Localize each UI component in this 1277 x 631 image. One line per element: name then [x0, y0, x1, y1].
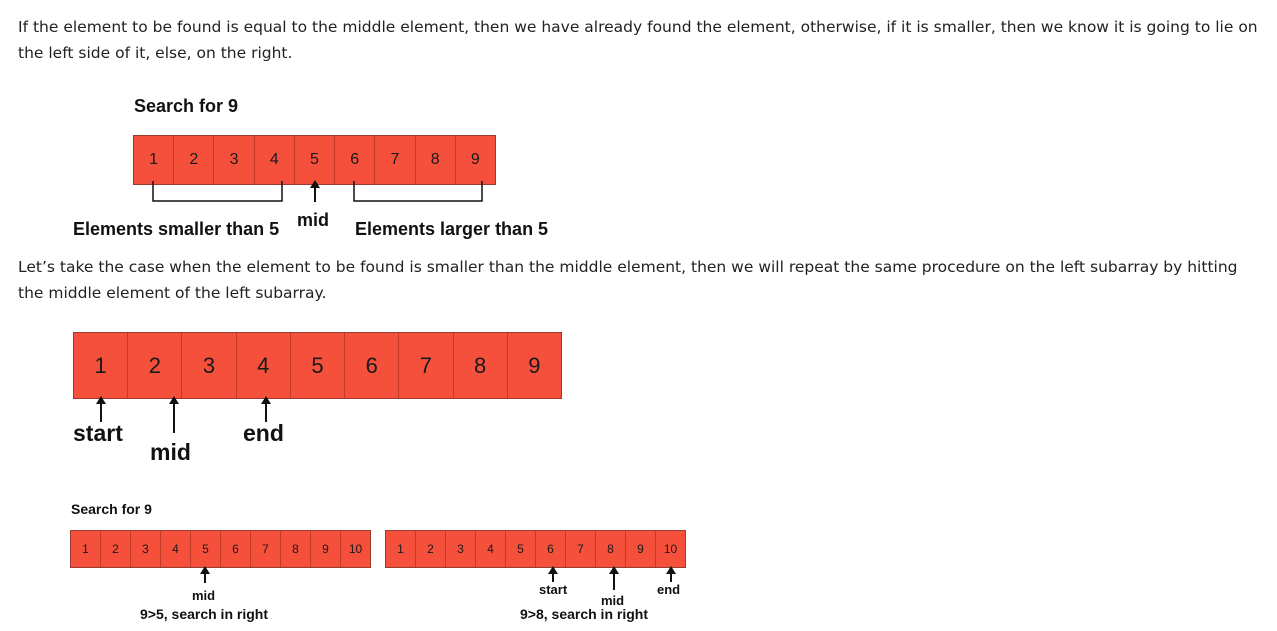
array-cell: 9 — [311, 531, 341, 567]
array-cell: 4 — [255, 136, 295, 184]
array-cell: 4 — [237, 333, 291, 398]
elements-smaller-label: Elements smaller than 5 — [73, 219, 280, 239]
array-cell: 4 — [161, 531, 191, 567]
array-cell: 8 — [281, 531, 311, 567]
array-cell: 8 — [454, 333, 508, 398]
array-cell: 6 — [221, 531, 251, 567]
array-cell: 5 — [295, 136, 336, 184]
array-cell: 6 — [345, 333, 400, 398]
array-cell: 2 — [128, 333, 183, 398]
array-cell: 7 — [399, 333, 454, 398]
array-cell: 7 — [251, 531, 281, 567]
diagram3-left-mid-label: mid — [192, 588, 216, 603]
array-cell: 3 — [131, 531, 161, 567]
array-cell: 1 — [71, 531, 101, 567]
end-label: end — [243, 420, 284, 446]
array-cell: 2 — [416, 531, 446, 567]
mid-label: mid — [150, 439, 191, 465]
diagram3-right-end-label: end — [657, 582, 681, 597]
array-cell: 2 — [101, 531, 131, 567]
array-cell: 8 — [416, 136, 456, 184]
elements-larger-label: Elements larger than 5 — [355, 219, 549, 239]
intro-paragraph: If the element to be found is equal to t… — [18, 18, 1258, 62]
array-cell: 5 — [291, 333, 346, 398]
array-cell: 5 — [191, 531, 221, 567]
array-cell: 7 — [375, 136, 416, 184]
array-cell: 10 — [663, 542, 678, 556]
array-cell: 7 — [566, 531, 596, 567]
array-cell: 4 — [476, 531, 506, 567]
array-cell: 2 — [174, 136, 215, 184]
array-cell: 5 — [506, 531, 536, 567]
left-subarray-paragraph: Let’s take the case when the element to … — [18, 258, 1238, 302]
diagram3-right-mid-label: mid — [601, 593, 625, 608]
array-cell: 1 — [134, 136, 175, 184]
diagram3-right-start-label: start — [539, 582, 568, 597]
array-cell: 8 — [596, 531, 626, 567]
diagram3-left-caption: 9>5, search in right — [140, 606, 268, 622]
array-cell: 6 — [536, 531, 566, 567]
array-cell: 3 — [446, 531, 476, 567]
diagram3-title: Search for 9 — [71, 501, 152, 517]
array-cell: 9 — [470, 151, 480, 168]
array-cell: 10 — [348, 542, 363, 556]
diagram1-title: Search for 9 — [134, 96, 239, 116]
left-bracket — [152, 181, 283, 202]
array-cell: 3 — [182, 333, 237, 398]
diagram3-right-caption: 9>8, search in right — [520, 606, 648, 622]
array-cell: 9 — [528, 352, 541, 378]
diagram1-mid-label: mid — [297, 210, 330, 230]
array-cell: 1 — [74, 333, 129, 398]
start-label: start — [73, 420, 123, 446]
array-cell: 3 — [214, 136, 255, 184]
array-cell: 1 — [386, 531, 416, 567]
array-cell: 6 — [335, 136, 376, 184]
array-cell: 9 — [626, 531, 656, 567]
right-bracket — [353, 181, 483, 202]
